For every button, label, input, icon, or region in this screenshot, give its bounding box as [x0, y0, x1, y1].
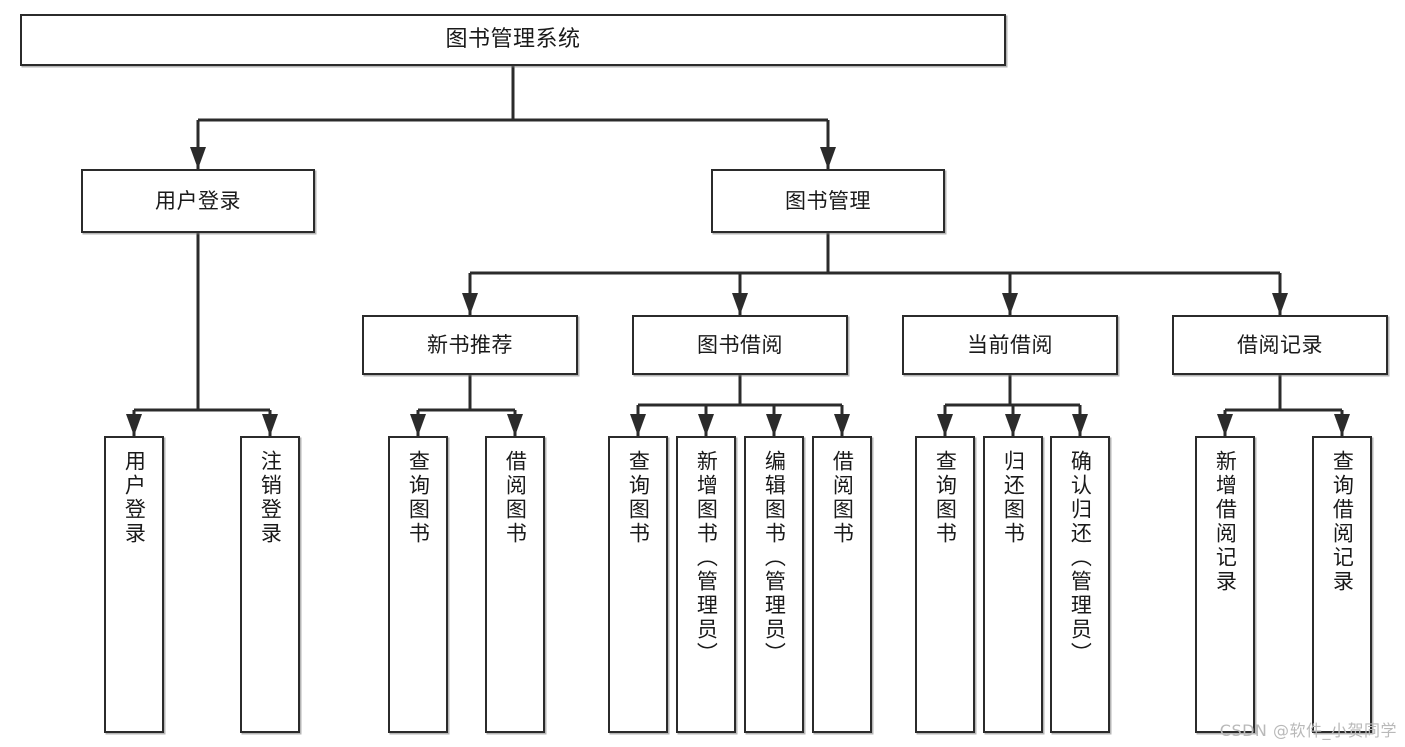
node-l-queryrec[interactable]: 查询借阅记录	[1312, 436, 1372, 733]
node-label: 当前借阅	[967, 332, 1053, 357]
arrowhead-icon	[1072, 414, 1088, 436]
node-label: 新书推荐	[427, 332, 513, 357]
node-label: 借阅记录	[1237, 332, 1323, 357]
arrowhead-icon	[1005, 414, 1021, 436]
node-label: 新增图书（管理员）	[694, 450, 719, 666]
node-root[interactable]: 图书管理系统	[20, 14, 1006, 66]
node-l-query3[interactable]: 查询图书	[915, 436, 975, 733]
node-l-query2[interactable]: 查询图书	[608, 436, 668, 733]
node-l-borrow1[interactable]: 借阅图书	[485, 436, 545, 733]
node-label: 图书管理	[785, 188, 871, 213]
node-label: 查询图书	[933, 450, 958, 546]
arrowhead-icon	[507, 414, 523, 436]
node-label: 借阅图书	[830, 450, 855, 546]
watermark: CSDN @软件_小贺同学	[1219, 721, 1397, 740]
node-label: 查询借阅记录	[1330, 450, 1355, 594]
arrowhead-icon	[262, 414, 278, 436]
node-l-return[interactable]: 归还图书	[983, 436, 1043, 733]
node-l-confirm[interactable]: 确认归还（管理员）	[1050, 436, 1110, 733]
arrowhead-icon	[462, 293, 478, 315]
node-borrow[interactable]: 图书借阅	[632, 315, 848, 375]
node-label: 图书管理系统	[445, 27, 581, 53]
node-label: 归还图书	[1001, 450, 1026, 546]
node-label: 编辑图书（管理员）	[762, 450, 787, 666]
node-newbook[interactable]: 新书推荐	[362, 315, 578, 375]
node-label: 注销登录	[258, 450, 283, 546]
arrowhead-icon	[698, 414, 714, 436]
node-label: 查询图书	[406, 450, 431, 546]
node-label: 查询图书	[626, 450, 651, 546]
node-label: 用户登录	[122, 450, 147, 546]
node-l-borrow2[interactable]: 借阅图书	[812, 436, 872, 733]
node-l-logout[interactable]: 注销登录	[240, 436, 300, 733]
node-current[interactable]: 当前借阅	[902, 315, 1118, 375]
arrowhead-icon	[630, 414, 646, 436]
node-records[interactable]: 借阅记录	[1172, 315, 1388, 375]
node-bookmgmt[interactable]: 图书管理	[711, 169, 945, 233]
arrowhead-icon	[1217, 414, 1233, 436]
arrowhead-icon	[190, 147, 206, 169]
node-label: 用户登录	[155, 188, 241, 213]
node-l-edit[interactable]: 编辑图书（管理员）	[744, 436, 804, 733]
node-label: 确认归还（管理员）	[1068, 450, 1093, 666]
arrowhead-icon	[410, 414, 426, 436]
node-l-addrec[interactable]: 新增借阅记录	[1195, 436, 1255, 733]
arrowhead-icon	[834, 414, 850, 436]
arrowhead-icon	[732, 293, 748, 315]
node-label: 借阅图书	[503, 450, 528, 546]
arrowhead-icon	[937, 414, 953, 436]
arrowhead-icon	[126, 414, 142, 436]
node-l-query1[interactable]: 查询图书	[388, 436, 448, 733]
arrowhead-icon	[1272, 293, 1288, 315]
node-label: 图书借阅	[697, 332, 783, 357]
node-l-add[interactable]: 新增图书（管理员）	[676, 436, 736, 733]
arrowhead-icon	[820, 147, 836, 169]
node-l-login[interactable]: 用户登录	[104, 436, 164, 733]
arrowhead-icon	[1002, 293, 1018, 315]
node-login[interactable]: 用户登录	[81, 169, 315, 233]
arrowhead-icon	[766, 414, 782, 436]
arrowhead-icon	[1334, 414, 1350, 436]
node-label: 新增借阅记录	[1213, 450, 1238, 594]
